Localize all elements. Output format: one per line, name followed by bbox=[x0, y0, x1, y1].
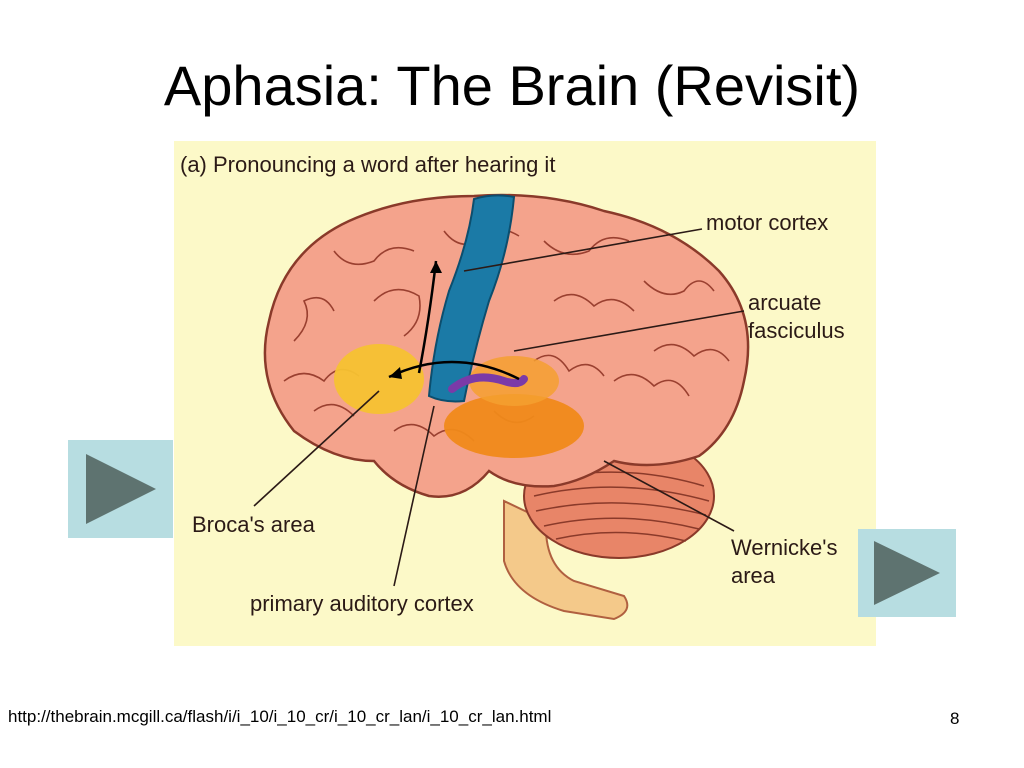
slide-title: Aphasia: The Brain (Revisit) bbox=[163, 54, 861, 117]
primary-auditory-cortex-label: primary auditory cortex bbox=[250, 591, 474, 616]
arcuate-label-line2: fasciculus bbox=[748, 317, 845, 343]
wernicke-label-line1: Wernicke's bbox=[731, 535, 838, 560]
cerebrum bbox=[263, 193, 750, 498]
wernicke-label-line2: area bbox=[731, 562, 776, 588]
arcuate-fasciculus bbox=[448, 373, 528, 393]
source-url[interactable]: http://thebrain.mcgill.ca/flash/i/i_10/i… bbox=[8, 707, 552, 726]
play-triangle-icon bbox=[86, 454, 156, 524]
motor-cortex-label: motor cortex bbox=[706, 210, 829, 235]
arcuate-label-line1: arcuate bbox=[748, 290, 822, 315]
wernicke-area-label: Wernicke's area bbox=[731, 534, 838, 589]
arcuate-fasciculus-label: arcuate fasciculus bbox=[748, 289, 845, 344]
motor-cortex-leader bbox=[463, 228, 703, 272]
broca-region bbox=[334, 344, 424, 414]
figure-caption: (a) Pronouncing a word after hearing it bbox=[180, 152, 556, 177]
next-button[interactable] bbox=[858, 529, 956, 617]
previous-button[interactable] bbox=[68, 440, 173, 538]
wernicke-region bbox=[444, 394, 584, 458]
broca-leader bbox=[253, 390, 380, 507]
motor-cortex-region bbox=[427, 194, 516, 403]
wernicke-leader bbox=[603, 460, 735, 532]
broca-area-label: Broca's area bbox=[192, 512, 315, 537]
brain-figure: (a) Pronouncing a word after hearing it … bbox=[174, 141, 876, 646]
page-number: 8 bbox=[950, 709, 960, 728]
brain-stem bbox=[503, 499, 629, 621]
brain-illustration bbox=[253, 193, 750, 621]
auditory-leader bbox=[393, 405, 435, 587]
arcuate-leader bbox=[513, 310, 745, 352]
play-triangle-icon bbox=[874, 541, 940, 605]
